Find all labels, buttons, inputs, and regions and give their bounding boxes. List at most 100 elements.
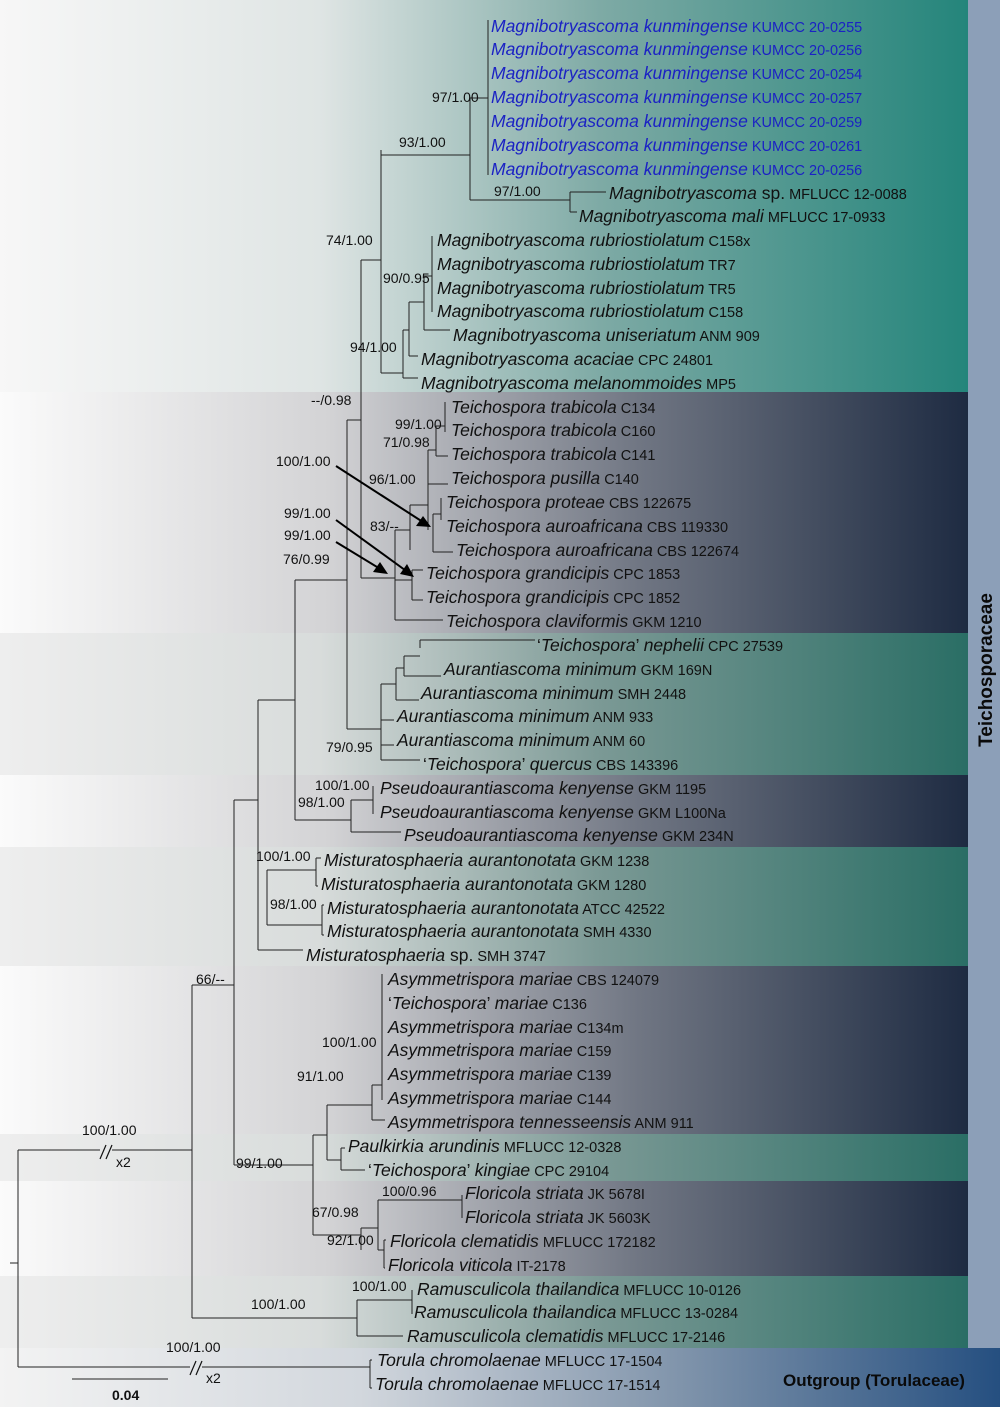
taxon-label: Torula chromolaenae MFLUCC 17-1504 xyxy=(377,1350,662,1370)
taxon-label: Magnibotryascoma kunmingense KUMCC 20-02… xyxy=(491,159,862,179)
taxon-label: Asymmetrispora mariae CBS 124079 xyxy=(387,969,659,989)
tree-branches xyxy=(10,20,606,1389)
annotation-arrows xyxy=(335,465,431,577)
taxon-label: Aurantiascoma minimum SMH 2448 xyxy=(420,683,686,703)
support-value: 97/1.00 xyxy=(494,183,541,199)
taxon-label: Teichospora grandicipis CPC 1852 xyxy=(426,587,680,607)
support-value: 100/1.00 xyxy=(315,777,370,793)
support-value: 100/1.00 xyxy=(352,1278,407,1294)
taxon-label: ‘Teichospora’ mariae C136 xyxy=(388,993,587,1013)
band-floricola xyxy=(0,1181,968,1276)
support-value: 100/1.00 xyxy=(256,848,311,864)
outgroup-label: Outgroup (Torulaceae) xyxy=(783,1371,965,1390)
scale-bar: 0.04 xyxy=(72,1378,168,1403)
taxon-label: Pseudoaurantiascoma kenyense GKM 1195 xyxy=(380,778,706,798)
break-mark xyxy=(99,1144,107,1160)
band-paulkirkia xyxy=(0,1134,968,1181)
band-outgroup xyxy=(0,1348,1000,1407)
taxon-label: Floricola clematidis MFLUCC 172182 xyxy=(390,1231,656,1251)
support-value: 76/0.99 xyxy=(283,551,330,567)
taxon-label: Misturatosphaeria aurantonotata GKM 1280 xyxy=(321,874,646,894)
taxon-label: Ramusculicola thailandica MFLUCC 10-0126 xyxy=(417,1279,741,1299)
taxon-label: Asymmetrispora mariae C144 xyxy=(387,1088,611,1108)
taxon-labels: Magnibotryascoma kunmingense KUMCC 20-02… xyxy=(306,16,907,1394)
support-value: 67/0.98 xyxy=(312,1204,359,1220)
support-value: 100/0.96 xyxy=(382,1183,437,1199)
support-value: 98/1.00 xyxy=(270,896,317,912)
band-ramusculicola xyxy=(0,1276,968,1348)
taxon-label: Magnibotryascoma acaciae CPC 24801 xyxy=(421,349,713,369)
break-label: x2 xyxy=(206,1370,221,1386)
band-magnibotryascoma xyxy=(0,0,968,392)
taxon-label: ‘Teichospora’ kingiae CPC 29104 xyxy=(368,1160,609,1180)
break-mark xyxy=(189,1360,197,1376)
taxon-label: Magnibotryascoma mali MFLUCC 17-0933 xyxy=(579,206,885,226)
band-pseudoaurantiascoma xyxy=(0,775,968,847)
taxon-label: Teichospora auroafricana CBS 119330 xyxy=(446,516,728,536)
support-value: 74/1.00 xyxy=(326,232,373,248)
taxon-label: Floricola striata JK 5678I xyxy=(465,1183,645,1203)
support-value: 92/1.00 xyxy=(327,1232,374,1248)
taxon-label: Teichospora proteae CBS 122675 xyxy=(446,492,691,512)
support-value: 91/1.00 xyxy=(297,1068,344,1084)
taxon-label: Magnibotryascoma kunmingense KUMCC 20-02… xyxy=(491,16,862,36)
taxon-label: Teichospora grandicipis CPC 1853 xyxy=(426,563,680,583)
band-teichospora xyxy=(0,392,968,633)
taxon-label: Asymmetrispora mariae C159 xyxy=(387,1040,611,1060)
band-asymmetrispora xyxy=(0,966,968,1134)
taxon-label: ‘Teichospora’ quercus CBS 143396 xyxy=(423,754,678,774)
break-mark xyxy=(195,1360,203,1376)
support-value: 71/0.98 xyxy=(383,434,430,450)
break-mark xyxy=(105,1144,113,1160)
taxon-label: Teichospora trabicola C160 xyxy=(451,420,655,440)
taxon-label: Paulkirkia arundinis MFLUCC 12-0328 xyxy=(348,1136,621,1156)
arrow-99-support-a xyxy=(335,519,410,574)
taxon-label: Magnibotryascoma kunmingense KUMCC 20-02… xyxy=(491,87,862,107)
taxon-label: Floricola viticola IT-2178 xyxy=(388,1255,566,1275)
arrowhead xyxy=(400,564,414,577)
support-value: 100/1.00 xyxy=(166,1339,221,1355)
taxon-label: Pseudoaurantiascoma kenyense GKM L100Na xyxy=(380,802,727,822)
family-bar xyxy=(968,0,1000,1348)
taxon-label: Aurantiascoma minimum GKM 169N xyxy=(443,659,712,679)
support-values: 97/1.0093/1.0097/1.0074/1.0090/0.9594/1.… xyxy=(82,89,541,1355)
taxon-label: Magnibotryascoma kunmingense KUMCC 20-02… xyxy=(491,135,862,155)
family-label: Teichosporaceae xyxy=(976,593,997,747)
support-value: 79/0.95 xyxy=(326,739,373,755)
taxon-label: Teichospora pusilla C140 xyxy=(451,468,639,488)
arrow-99-support-b xyxy=(335,541,383,571)
taxon-label: Magnibotryascoma rubriostiolatum C158 xyxy=(437,301,743,321)
taxon-label: Misturatosphaeria aurantonotata SMH 4330 xyxy=(327,921,652,941)
support-value: 66/-- xyxy=(196,971,225,987)
branch-break-marks xyxy=(99,1144,203,1376)
taxon-label: Magnibotryascoma rubriostiolatum TR7 xyxy=(437,254,736,274)
support-value: 93/1.00 xyxy=(399,134,446,150)
taxon-label: Ramusculicola thailandica MFLUCC 13-0284 xyxy=(414,1302,738,1322)
taxon-label: Teichospora auroafricana CBS 122674 xyxy=(456,540,739,560)
taxon-label: Asymmetrispora mariae C134m xyxy=(387,1017,624,1037)
taxon-label: Magnibotryascoma sp. MFLUCC 12-0088 xyxy=(609,183,907,203)
taxon-label: Magnibotryascoma uniseriatum ANM 909 xyxy=(453,325,760,345)
arrowhead xyxy=(373,562,388,574)
taxon-label: Teichospora trabicola C134 xyxy=(451,397,655,417)
support-value: 94/1.00 xyxy=(350,339,397,355)
taxon-label: Torula chromolaenae MFLUCC 17-1514 xyxy=(375,1374,660,1394)
support-value: 100/1.00 xyxy=(251,1296,306,1312)
support-value: 99/1.00 xyxy=(284,527,331,543)
support-value: 100/1.00 xyxy=(322,1034,377,1050)
support-value: 83/-- xyxy=(370,518,399,534)
taxon-label: Magnibotryascoma melanommoides MP5 xyxy=(421,373,736,393)
arrowhead xyxy=(416,516,431,527)
support-value: 97/1.00 xyxy=(432,89,479,105)
taxon-label: Asymmetrispora mariae C139 xyxy=(387,1064,611,1084)
support-value: 99/1.00 xyxy=(236,1155,283,1171)
support-value: 96/1.00 xyxy=(369,471,416,487)
band-misturatosphaeria xyxy=(0,847,968,966)
taxon-label: Magnibotryascoma rubriostiolatum TR5 xyxy=(437,278,736,298)
taxon-label: Teichospora claviformis GKM 1210 xyxy=(446,611,702,631)
support-value: 99/1.00 xyxy=(395,416,442,432)
taxon-label: Aurantiascoma minimum ANM 60 xyxy=(396,730,645,750)
support-value: 100/1.00 xyxy=(276,453,331,469)
